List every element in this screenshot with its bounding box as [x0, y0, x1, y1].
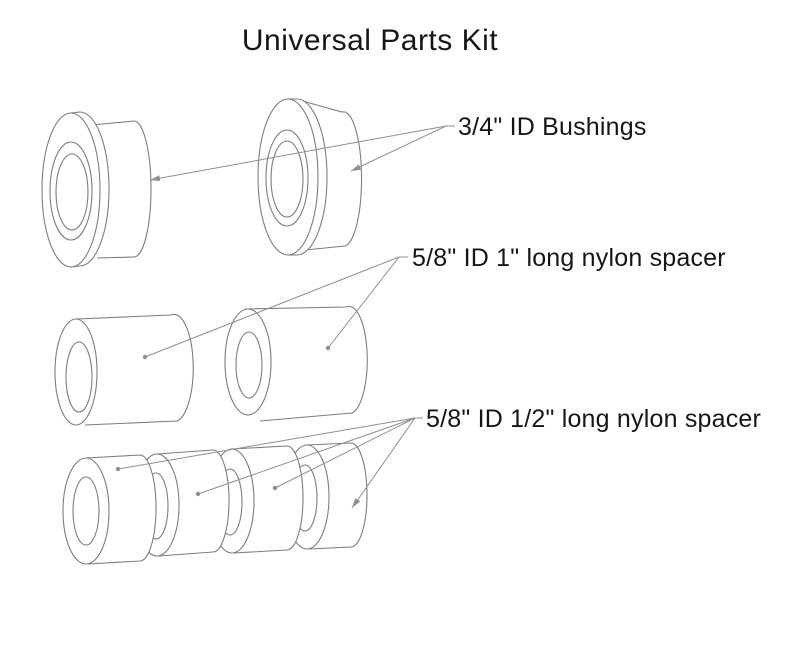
leader-line-spacerhalf-4: [351, 417, 416, 509]
leader-dot-icon: [195, 491, 201, 497]
leader-arrow-icon: [351, 164, 362, 171]
spacer-body: [244, 305, 368, 422]
spacer-bore: [65, 341, 93, 413]
bushing-bore-chamfer: [49, 141, 93, 241]
page-title: Universal Parts Kit: [242, 24, 498, 57]
bushing-bore: [55, 153, 89, 231]
bushing-left: [41, 111, 152, 268]
bushing-flange: [41, 112, 101, 268]
bushing-body: [91, 120, 152, 259]
leader-markers-layer: [115, 164, 362, 508]
spacer-face: [62, 457, 110, 565]
spacer-bore: [72, 476, 100, 546]
leader-dot-icon: [115, 466, 121, 472]
text-layer: Universal Parts Kit 3/4" ID Bushings 5/8…: [242, 24, 761, 433]
spacer-face: [54, 318, 98, 426]
leader-dot-icon: [325, 345, 331, 351]
leader-line-bushing-right: [350, 125, 447, 172]
spacer-face: [224, 308, 272, 416]
leader-arrow-icon: [150, 175, 161, 182]
spacer-1in-left: [54, 313, 194, 426]
leader-dot-icon: [142, 354, 148, 360]
leader-arrow-icon: [352, 498, 361, 508]
leader-dot-icon: [272, 485, 278, 491]
leader-lines-layer: [117, 125, 455, 509]
spacer-half-1: [62, 454, 157, 565]
label-spacer-1in: 5/8" ID 1" long nylon spacer: [412, 244, 726, 272]
spacer-bore: [235, 331, 263, 399]
spacer-body: [76, 313, 194, 426]
bushing-right: [257, 98, 363, 256]
label-spacer-half-in: 5/8" ID 1/2" long nylon spacer: [426, 405, 761, 433]
bushing-bore-chamfer: [265, 129, 309, 227]
leader-line-spacerhalf-2: [197, 417, 416, 495]
bushing-bore: [270, 140, 304, 218]
spacer-1in-right: [224, 305, 368, 422]
bushing-flange: [257, 98, 319, 256]
parts-layer: [41, 98, 368, 565]
leader-line-spacer1in-right: [327, 256, 400, 349]
leader-line-spacerhalf-3: [274, 417, 416, 489]
label-bushings: 3/4" ID Bushings: [458, 113, 647, 141]
